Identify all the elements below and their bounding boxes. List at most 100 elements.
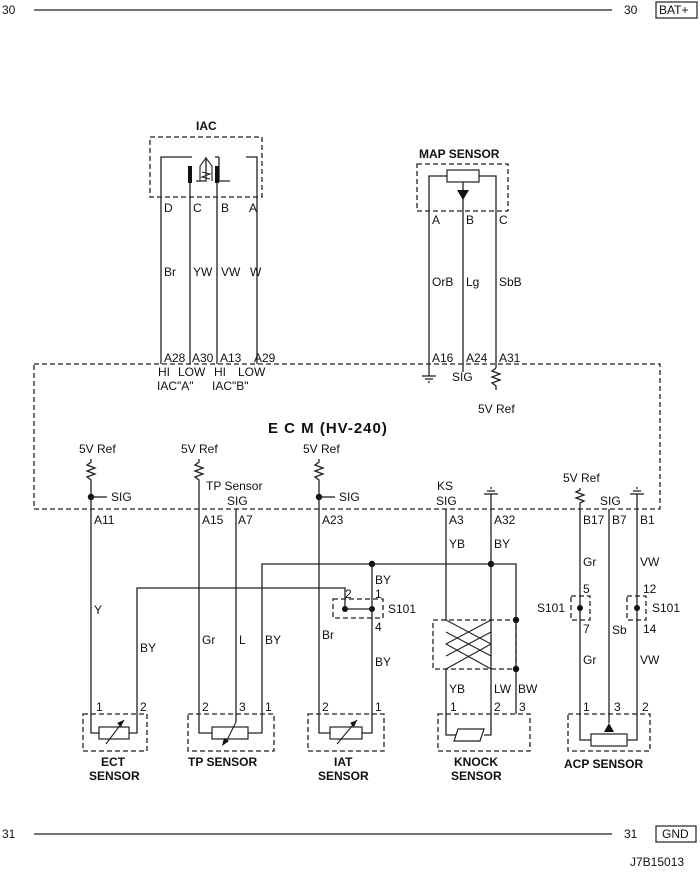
knock-wire-yb: YB [449, 682, 465, 696]
tp-pin-3: 3 [239, 700, 246, 714]
acp-splice-left-label: S101 [537, 601, 565, 615]
tp-sig: SIG [227, 494, 248, 508]
iac-coil-a [188, 166, 192, 183]
knock-ecm-ground-icon [484, 487, 498, 509]
figure-id: J7B15013 [630, 855, 684, 869]
acp-wire-vw-lower: VW [640, 653, 660, 667]
knock-wire-bw: BW [518, 682, 538, 696]
map-wire-lg: Lg [466, 275, 479, 289]
iat-splice-pin-4: 4 [375, 620, 382, 634]
acp-ecm-b17: B17 [583, 513, 605, 527]
map-ecm-a31: A31 [499, 351, 521, 365]
tp-ref: 5V Ref [181, 442, 218, 456]
acp-splice-right-label: S101 [652, 601, 680, 615]
acp-ecm-b1: B1 [640, 513, 655, 527]
acp-splice-right-box [626, 595, 647, 621]
knock-pin-2: 2 [494, 700, 501, 714]
ect-ref: 5V Ref [79, 442, 116, 456]
ect-wire-y: Y [94, 603, 102, 617]
iat-splice-label: S101 [388, 602, 416, 616]
acp-ref: 5V Ref [563, 471, 600, 485]
knock-sensor-group: KS SIG A3 A32 YB BY YB LW BW 1 2 3 [432, 479, 538, 783]
tp-ref-resistor-icon [193, 459, 205, 714]
acp-ecm-ground-icon [630, 487, 644, 509]
iac-low-a: LOW [178, 365, 206, 379]
ect-pin-2: 2 [140, 700, 147, 714]
acp-wire-gr-upper: Gr [583, 555, 596, 569]
iac-pin-c: C [193, 201, 202, 215]
tp-wire-l: L [239, 633, 246, 647]
iac-low-b: LOW [238, 365, 266, 379]
gnd-rail: 31 31 GND [2, 825, 697, 843]
iat-ecm-a23: A23 [322, 513, 344, 527]
bat-rail: 30 30 BAT+ [2, 1, 698, 19]
tp-wire-gr: Gr [202, 633, 215, 647]
acp-splice-pin-12: 12 [643, 582, 657, 596]
iat-group: 5V Ref SIG A23 Br BY BY 2 1 4 S101 2 1 I… [303, 442, 490, 783]
acp-ref-resistor-icon [574, 488, 586, 509]
iat-sig: SIG [339, 490, 360, 504]
ect-wire-by: BY [140, 641, 156, 655]
knock-wire-by: BY [494, 537, 510, 551]
iac-wire-vw: VW [221, 265, 241, 279]
iat-wire-br: Br [322, 628, 334, 642]
iac-ecm-a13: A13 [220, 351, 242, 365]
iat-name-1: IAT [334, 755, 353, 769]
iac-wire-w: W [250, 265, 262, 279]
rail-31-left: 31 [2, 827, 16, 841]
acp-ecm-b7: B7 [612, 513, 627, 527]
map-resistor [446, 169, 480, 183]
map-wire-orb: OrB [432, 275, 453, 289]
acp-pin-2: 2 [642, 700, 649, 714]
iat-wire-by-upper: BY [375, 573, 391, 587]
knock-name-1: KNOCK [454, 755, 498, 769]
ect-group: 5V Ref SIG A11 Y BY 1 2 ECT SENSOR [79, 442, 346, 783]
iac-coil-b [215, 166, 219, 183]
acp-wire-vw-upper: VW [640, 555, 660, 569]
acp-wire-gr-lower: Gr [583, 653, 596, 667]
map-title: MAP SENSOR [419, 147, 500, 161]
acp-splice-pin-14: 14 [643, 622, 657, 636]
iat-name-2: SENSOR [318, 769, 369, 783]
iat-pin-2: 2 [322, 700, 329, 714]
map-ref-resistor-icon [490, 367, 502, 390]
knock-name-2: SENSOR [451, 769, 502, 783]
acp-resistor-icon [590, 733, 628, 747]
knock-shield-box [432, 619, 517, 670]
map-ref-label: 5V Ref [478, 402, 515, 416]
knock-ks: KS [437, 479, 453, 493]
ect-ref-resistor-icon [85, 459, 97, 497]
iat-ref: 5V Ref [303, 442, 340, 456]
rail-30-right: 30 [624, 3, 638, 17]
rail-31-right: 31 [624, 827, 638, 841]
bat-plus-tag: BAT+ [659, 3, 688, 17]
ecm-title: E C M (HV-240) [268, 420, 388, 437]
tp-sensor-group: 5V Ref TP Sensor SIG A15 A7 Gr L BY 2 3 … [181, 442, 372, 769]
knock-pin-1: 1 [450, 700, 457, 714]
map-sensor-group: MAP SENSOR A B C OrB Lg SbB A16 A24 A31 … [416, 147, 522, 416]
tp-ecm-a7: A7 [238, 513, 253, 527]
knock-twist-b [444, 619, 492, 670]
ect-box [82, 713, 148, 752]
acp-pin-1: 1 [583, 700, 590, 714]
map-wiper-arrow [457, 190, 469, 200]
iac-pin-d: D [164, 201, 173, 215]
iac-title: IAC [196, 119, 217, 133]
acp-wire-sb: Sb [612, 623, 627, 637]
tp-name: TP SENSOR [188, 755, 257, 769]
knock-twist-a [445, 619, 493, 670]
knock-pin-3: 3 [519, 700, 526, 714]
map-pin-b: B [466, 213, 474, 227]
iat-ref-resistor-icon [313, 459, 325, 497]
map-wire-sbb: SbB [499, 275, 522, 289]
rail-30-left: 30 [2, 3, 16, 17]
knock-wire-lw: LW [494, 682, 512, 696]
map-pin-c: C [499, 213, 508, 227]
knock-sig: SIG [436, 494, 457, 508]
ect-sig: SIG [111, 490, 132, 504]
iat-splice-pin-1: 1 [375, 587, 382, 601]
tp-ecm-a15: A15 [202, 513, 224, 527]
tp-box [187, 713, 275, 752]
iac-wire-br: Br [164, 265, 176, 279]
